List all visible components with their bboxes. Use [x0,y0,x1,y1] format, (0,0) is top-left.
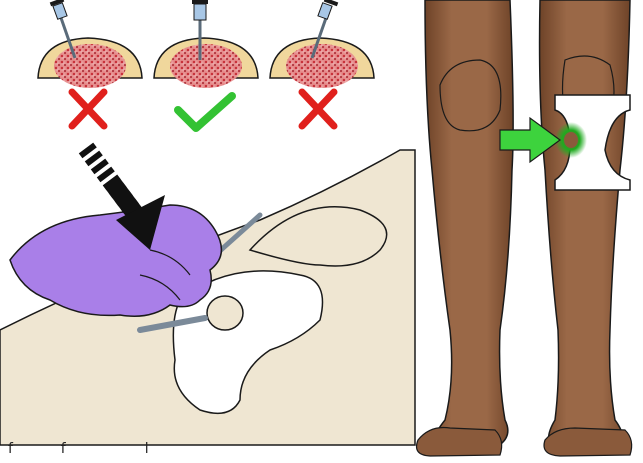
right-leg [540,0,630,452]
figure-caption: f f l [8,441,155,457]
bone-cross-section-middle [154,0,258,88]
bone-cross-section-left [38,0,142,88]
legs-illustration [417,0,632,456]
bone-cross-section-right [270,0,374,88]
insertion-angles [38,0,374,128]
correct-check-icon [178,96,232,128]
target-site [207,296,243,330]
incorrect-cross-icon [72,92,104,126]
gloved-hand [10,205,221,316]
right-foot [544,428,632,456]
left-leg [425,0,513,452]
incorrect-cross-icon [302,92,334,126]
left-foot [417,428,502,457]
procedure-illustration [0,148,415,445]
